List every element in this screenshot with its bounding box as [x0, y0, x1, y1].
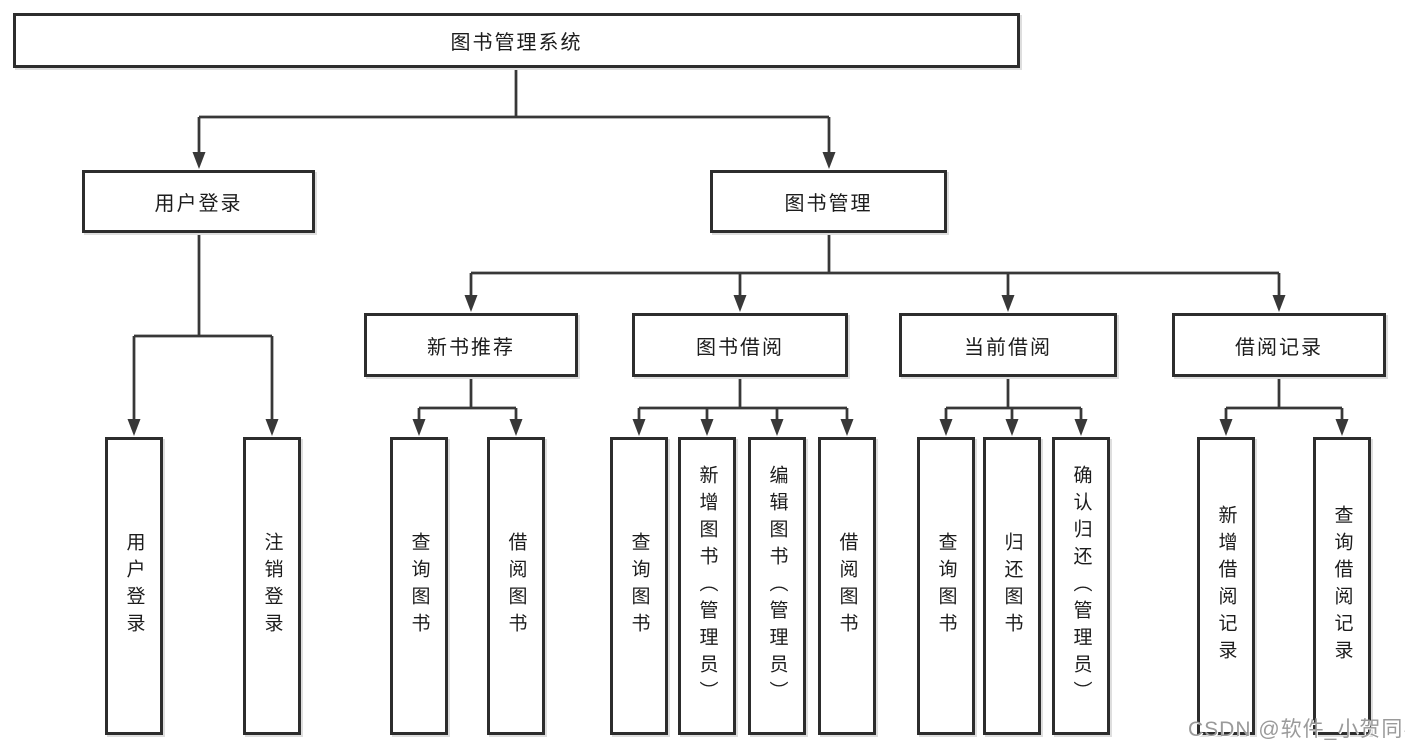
csdn-watermark: CSDN @软件_小贺同学 — [1188, 718, 1405, 741]
leaf-borrow-edit-book-admin: 编辑图书（管理员） — [748, 437, 806, 735]
edges-new-book-rec-to-leaves — [412, 377, 523, 436]
edges-root-to-level2 — [192, 68, 836, 169]
edges-user-login-to-leaves — [127, 233, 279, 436]
leaf-recommend-query-book: 查询图书 — [390, 437, 448, 735]
node-new-book-recommend: 新书推荐 — [364, 313, 578, 377]
node-library-management-system: 图书管理系统 — [13, 13, 1020, 68]
node-book-borrow: 图书借阅 — [632, 313, 848, 377]
node-borrow-history: 借阅记录 — [1172, 313, 1386, 377]
edges-borrow-history-to-leaves — [1219, 377, 1349, 436]
node-book-management: 图书管理 — [710, 170, 947, 233]
leaf-logout: 注销登录 — [243, 437, 301, 735]
edges-current-borrow-to-leaves — [939, 377, 1088, 436]
leaf-borrow-add-book-admin: 新增图书（管理员） — [678, 437, 736, 735]
leaf-borrow-borrow-book: 借阅图书 — [818, 437, 876, 735]
leaf-borrow-query-book: 查询图书 — [610, 437, 668, 735]
node-current-borrow: 当前借阅 — [899, 313, 1117, 377]
edges-book-borrow-to-leaves — [632, 377, 854, 436]
leaf-current-query-book: 查询图书 — [917, 437, 975, 735]
leaf-user-login: 用户登录 — [105, 437, 163, 735]
edges-book-mgmt-to-level3 — [464, 233, 1286, 312]
node-user-login: 用户登录 — [82, 170, 315, 233]
leaf-current-return-book: 归还图书 — [983, 437, 1041, 735]
leaf-history-add-record: 新增借阅记录 — [1197, 437, 1255, 735]
leaf-recommend-borrow-book: 借阅图书 — [487, 437, 545, 735]
leaf-current-confirm-return-admin: 确认归还（管理员） — [1052, 437, 1110, 735]
leaf-history-query-record: 查询借阅记录 — [1313, 437, 1371, 735]
